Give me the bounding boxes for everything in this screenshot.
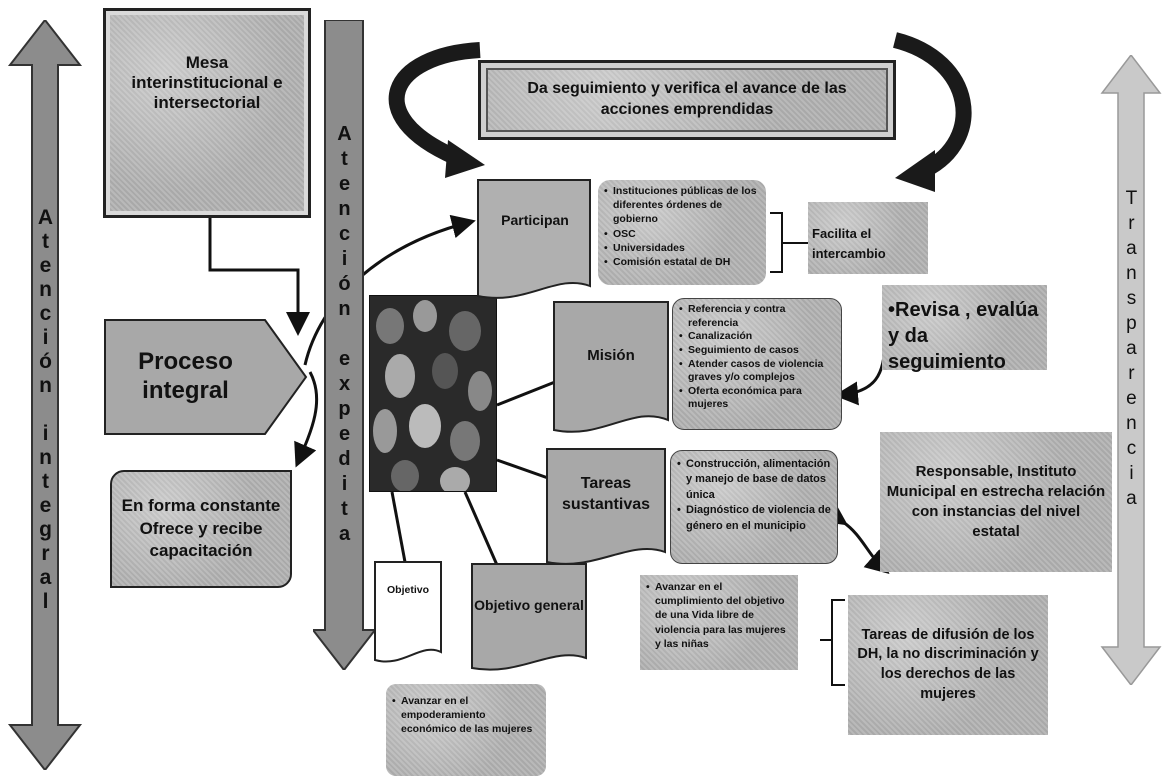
difusion-box: Tareas de difusión de los DH, la no disc…: [848, 595, 1048, 735]
revisa-arrow: [834, 339, 887, 406]
responsable-label: Responsable, Instituto Municipal en estr…: [886, 462, 1106, 541]
proceso-label: Proceso integral: [138, 348, 233, 404]
tareas-item: Construcción, alimentación y manejo de b…: [677, 457, 831, 503]
proceso-to-capacitacion-curve: [294, 371, 319, 468]
objetivo-doc-shape: [374, 561, 442, 663]
participan-doc-shape: [477, 179, 591, 299]
mision-doc-shape: [553, 301, 669, 433]
mesa-box: Mesa interinstitucional e intersectorial: [103, 8, 311, 218]
participan-list: Instituciones públicas de los diferentes…: [604, 184, 760, 269]
participan-item: Comisión estatal de DH: [604, 255, 760, 269]
top-right-arrow-head: [895, 150, 935, 192]
tareas-label: Tareas sustantivas: [561, 475, 651, 513]
difusion-label: Tareas de difusión de los DH, la no disc…: [857, 626, 1039, 702]
seguimiento-banner: Da seguimiento y verifica el avance de l…: [478, 60, 896, 140]
objetivo-list: Avanzar en el empoderamiento económico d…: [392, 694, 540, 737]
mision-label: Misión: [587, 346, 635, 364]
mision-item: Referencia y contra referencia: [679, 303, 835, 330]
mision-list: Referencia y contra referencia Canalizac…: [679, 303, 835, 412]
objetivo-general-text: Avanzar en el cumplimiento del objetivo …: [646, 580, 792, 651]
mision-item: Atender casos de violencia graves y/o co…: [679, 358, 835, 385]
photo-to-tareas-line: [496, 458, 549, 480]
mesa-to-proceso-connector: [208, 217, 310, 336]
top-left-arrow-head: [445, 140, 485, 178]
mision-item: Canalización: [679, 330, 835, 344]
revisa-box: •Revisa , evalúa y da seguimiento: [882, 285, 1047, 373]
mision-item: Oferta económica para mujeres: [679, 385, 835, 412]
crowd-photo: [369, 295, 497, 492]
participan-bracket: [770, 212, 810, 273]
crowd-photo-image: [370, 296, 496, 491]
participan-item: OSC: [604, 227, 760, 241]
facilita-label: Facilita el intercambio: [812, 226, 886, 261]
objetivo-general-text-box: Avanzar en el cumplimiento del objetivo …: [640, 575, 798, 670]
photo-to-mision-line: [496, 380, 556, 407]
seguimiento-label: Da seguimiento y verifica el avance de l…: [527, 80, 847, 118]
mision-list-box: Referencia y contra referencia Canalizac…: [672, 298, 842, 430]
top-right-curved-arrow: [892, 32, 972, 178]
right-arrow-label: Transparencia: [1105, 170, 1157, 530]
mid-arrow-label: Atención expedita: [320, 30, 368, 640]
top-left-curved-arrow: [388, 42, 481, 165]
proceso-pentagon-shape: [104, 319, 308, 435]
mid-down-arrow-icon: [313, 20, 375, 670]
tareas-list-box: Construcción, alimentación y manejo de b…: [670, 450, 838, 564]
left-arrow-label: Atención integral: [15, 120, 75, 700]
participan-item: Instituciones públicas de los diferentes…: [604, 184, 760, 227]
left-arrow-label-text: Atención integral: [34, 206, 58, 614]
objetivo-general-label: Objetivo general: [474, 596, 584, 613]
participan-list-box: Instituciones públicas de los diferentes…: [598, 180, 766, 285]
proceso-box: Proceso integral: [103, 318, 308, 436]
objetivo-text: Avanzar en el empoderamiento económico d…: [392, 694, 540, 737]
responsable-double-arrow: [821, 501, 890, 574]
tareas-list: Construcción, alimentación y manejo de b…: [677, 457, 831, 534]
tareas-item: Diagnóstico de violencia de género en el…: [677, 503, 831, 534]
difusion-bracket: [820, 599, 845, 686]
objetivo-text-box: Avanzar en el empoderamiento económico d…: [386, 684, 546, 776]
objetivo-general-doc-shape: [471, 563, 587, 671]
left-double-arrow-icon: [7, 20, 83, 770]
photo-to-objetivo-general-line: [463, 491, 499, 566]
mesa-label: Mesa interinstitucional e intersectorial: [131, 53, 283, 112]
capacitacion-label: En forma constante Ofrece y recibe capac…: [121, 495, 281, 561]
facilita-box: Facilita el intercambio: [808, 202, 928, 274]
objetivo-label: Objetivo: [386, 584, 429, 596]
right-double-arrow-icon: [1100, 55, 1162, 685]
revisa-label: •Revisa , evalúa y da seguimiento: [888, 299, 1039, 373]
responsable-box: Responsable, Instituto Municipal en estr…: [880, 432, 1112, 572]
participan-item: Universidades: [604, 241, 760, 255]
capacitacion-box: En forma constante Ofrece y recibe capac…: [110, 470, 292, 588]
photo-to-objetivo-line: [390, 491, 407, 563]
right-arrow-label-text: Transparencia: [1120, 187, 1142, 513]
mision-item: Seguimiento de casos: [679, 344, 835, 358]
participan-label: Participan: [501, 212, 569, 228]
objetivo-general-list: Avanzar en el cumplimiento del objetivo …: [646, 580, 792, 651]
mid-arrow-label-text: Atención expedita: [333, 122, 356, 548]
